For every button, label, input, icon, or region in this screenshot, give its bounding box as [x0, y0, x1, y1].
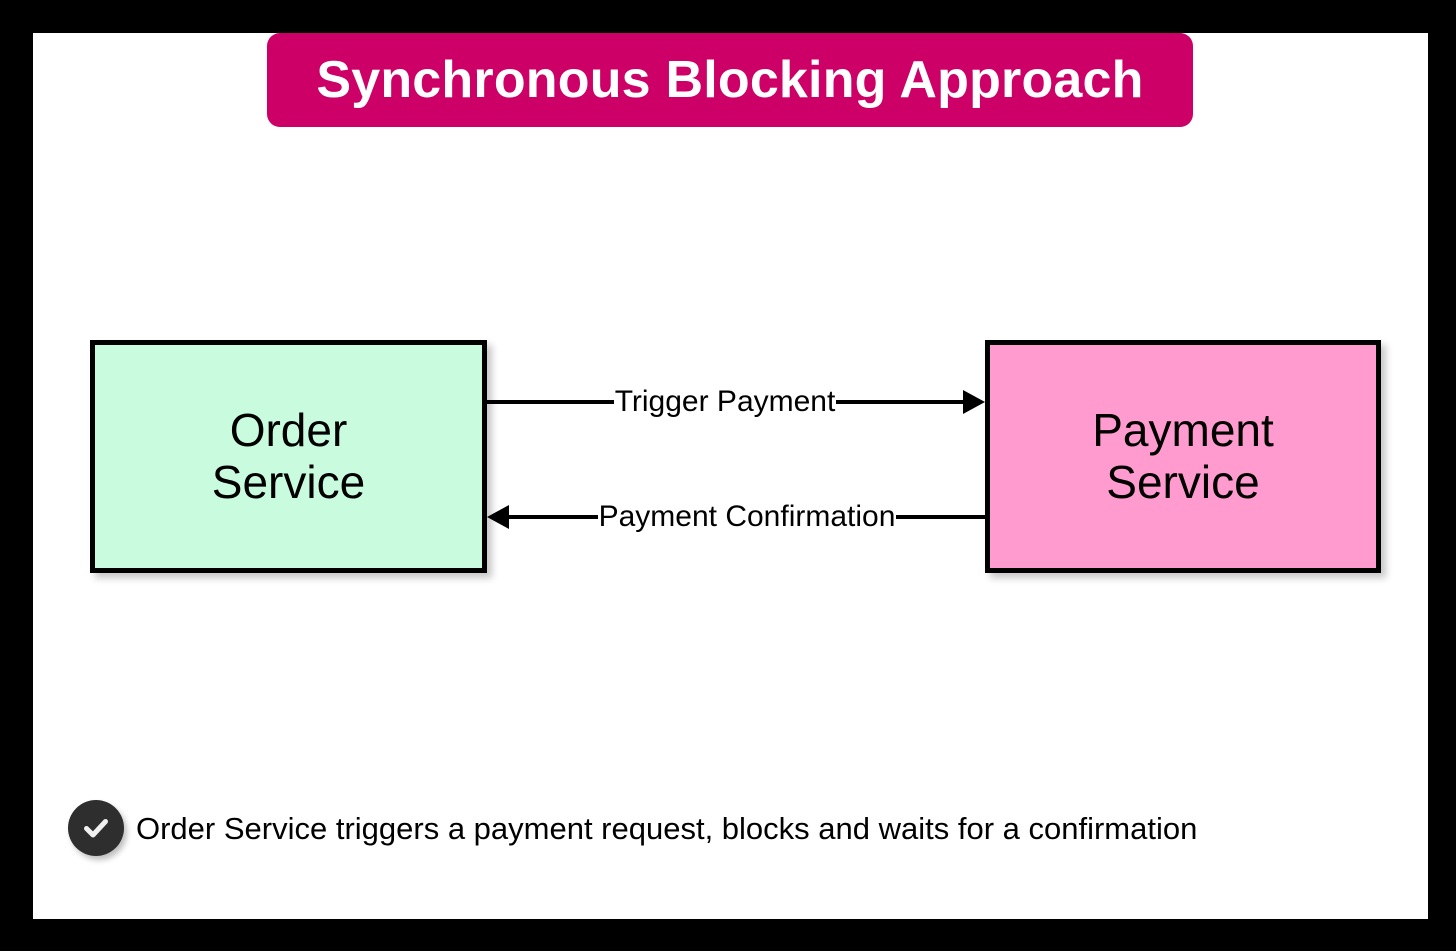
edge-trigger-payment-label: Trigger Payment — [614, 385, 836, 418]
node-payment-service-label: Payment Service — [1092, 403, 1274, 508]
arrow-head-left-icon — [487, 505, 509, 529]
node-order-service-label: Order Service — [211, 403, 366, 508]
caption: Order Service triggers a payment request… — [68, 800, 1197, 856]
node-order-service-label-line1: Order — [229, 403, 348, 456]
node-payment-service[interactable]: Payment Service — [985, 340, 1381, 573]
edge-trigger-payment: Trigger Payment — [487, 385, 986, 419]
node-order-service-label-line2: Service — [211, 455, 366, 508]
node-payment-service-label-line2: Service — [1106, 455, 1260, 508]
edge-trigger-payment-line-left — [487, 400, 614, 404]
edge-payment-confirmation-line-right — [896, 515, 986, 519]
arrow-head-right-icon — [963, 390, 986, 414]
check-circle-icon — [68, 800, 124, 856]
edge-trigger-payment-line-right — [836, 400, 964, 404]
node-order-service[interactable]: Order Service — [90, 340, 487, 573]
edge-payment-confirmation-line-left — [509, 515, 598, 519]
page-title: Synchronous Blocking Approach — [316, 51, 1144, 109]
title-banner: Synchronous Blocking Approach — [267, 33, 1193, 127]
edge-payment-confirmation: Payment Confirmation — [487, 500, 986, 534]
caption-text: Order Service triggers a payment request… — [136, 810, 1198, 846]
diagram-canvas: Synchronous Blocking Approach Order Serv… — [33, 33, 1428, 919]
edge-payment-confirmation-label: Payment Confirmation — [598, 500, 896, 533]
node-payment-service-label-line1: Payment — [1092, 403, 1274, 456]
